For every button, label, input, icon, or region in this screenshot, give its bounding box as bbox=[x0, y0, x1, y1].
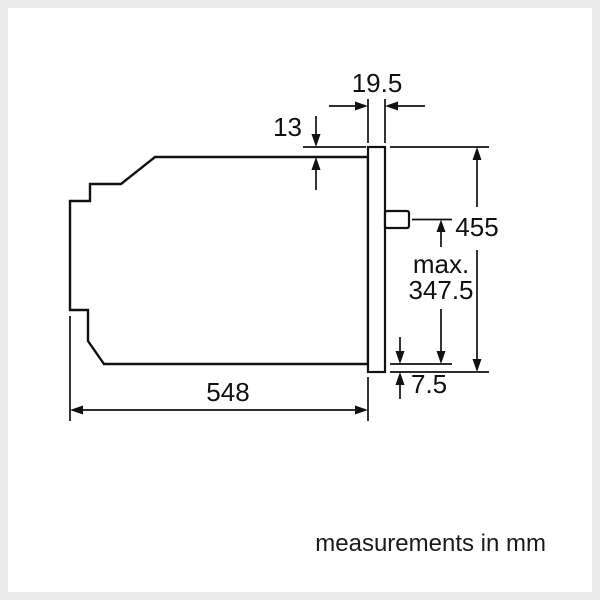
oven-body bbox=[68, 145, 411, 374]
front-panel bbox=[366, 145, 387, 374]
dim-label-max: max. bbox=[413, 249, 469, 279]
front-knob bbox=[383, 209, 411, 230]
dim-label-7-5: 7.5 bbox=[411, 369, 447, 399]
dimension-stems bbox=[83, 105, 478, 411]
dim-label-347-5: 347.5 bbox=[408, 275, 473, 305]
dim-label-455: 455 bbox=[455, 212, 498, 242]
dim-label-13: 13 bbox=[273, 112, 302, 142]
dim-label-548: 548 bbox=[206, 377, 249, 407]
extension-lines bbox=[69, 99, 489, 421]
dim-label-19-5: 19.5 bbox=[352, 68, 403, 98]
oven-body-outline bbox=[68, 155, 370, 366]
measurements-note: measurements in mm bbox=[315, 530, 546, 557]
dimension-annotations: 19.5 13 455 max. 347.5 7.5 548 bbox=[69, 68, 499, 421]
